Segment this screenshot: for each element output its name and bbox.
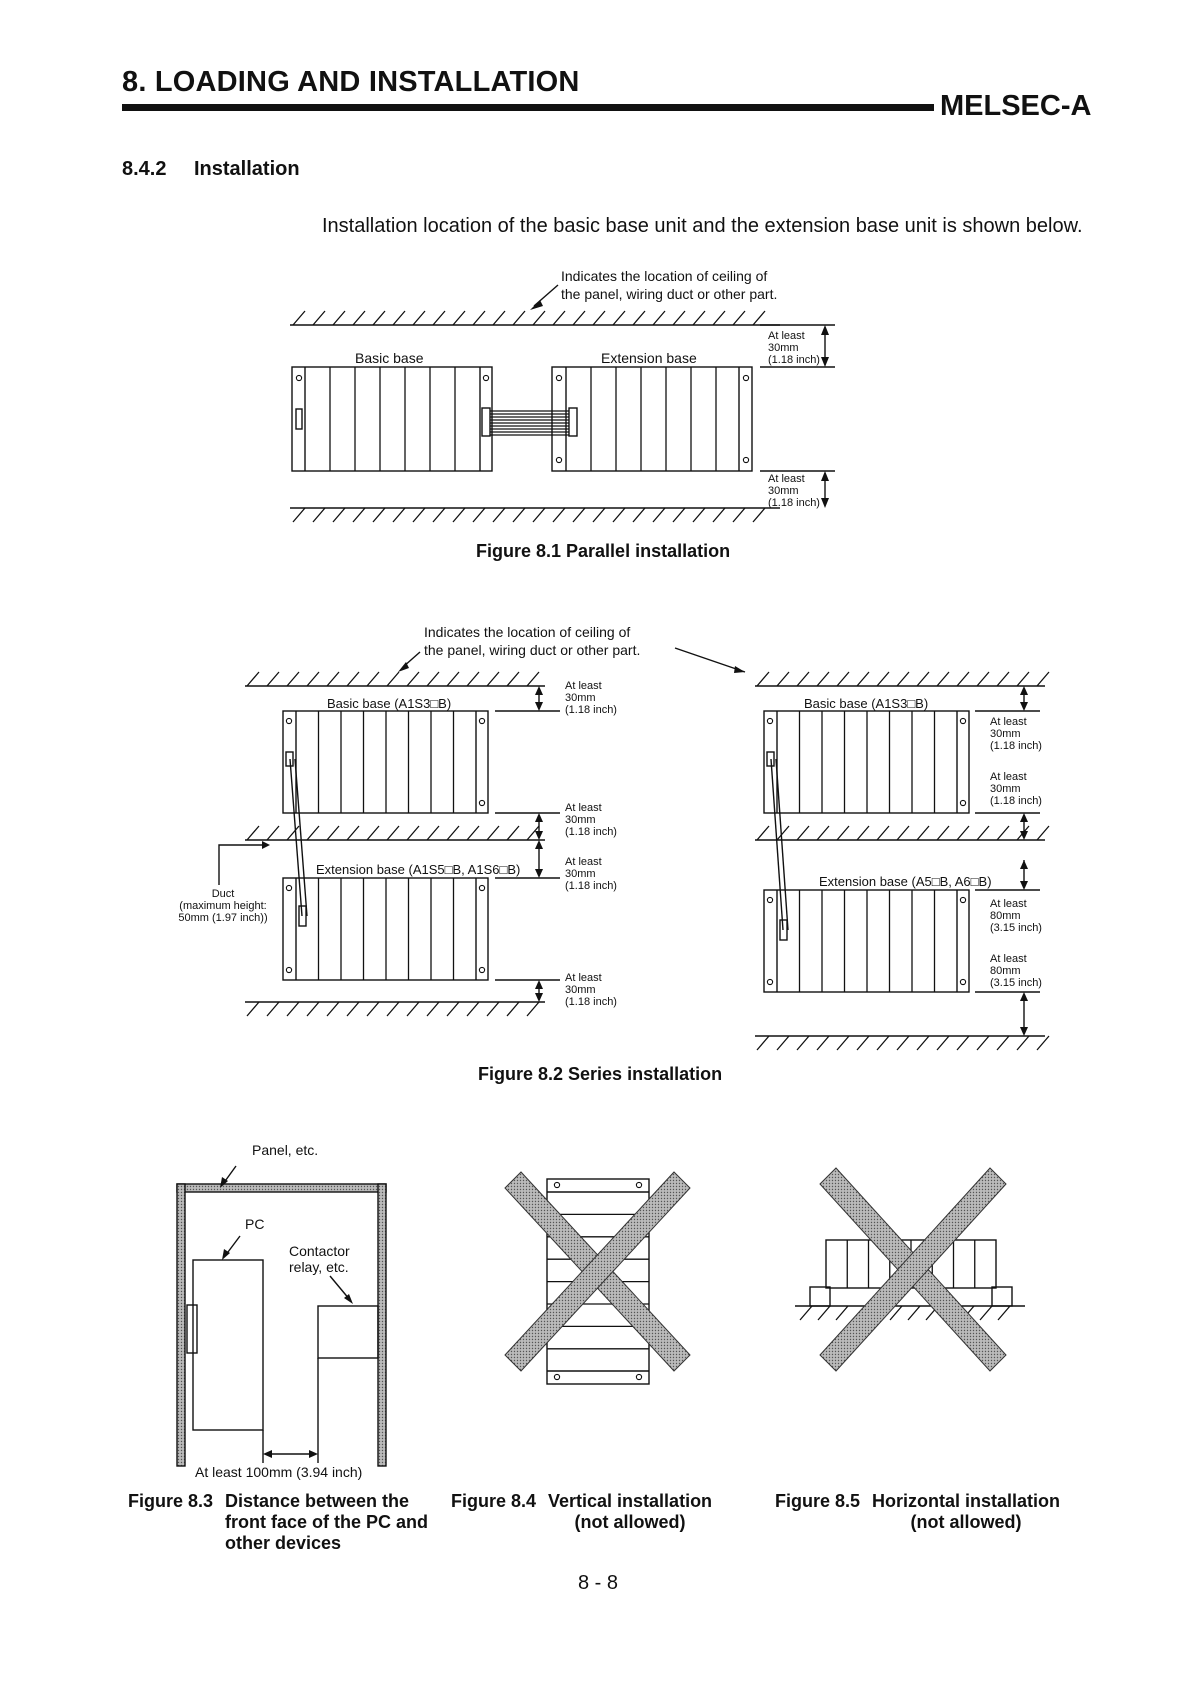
fig81-extension-label: Extension base xyxy=(601,350,697,366)
fig81-bottom-clearance: At least 30mm (1.18 inch) xyxy=(768,473,820,509)
section-heading: 8.4.2 Installation xyxy=(122,158,300,181)
fig82-note-line2: the panel, wiring duct or other part. xyxy=(424,642,641,658)
fig83-contactor-label: Contactor relay, etc. xyxy=(289,1243,350,1275)
fig82-note-line1: Indicates the location of ceiling of xyxy=(424,624,631,640)
section-title: Installation xyxy=(194,158,300,180)
fig82-right-ext-label: Extension base (A5□B, A6□B) xyxy=(819,874,992,889)
fig83-caption: Figure 8.3 Distance between the front fa… xyxy=(128,1491,429,1553)
fig82-left-ext-label: Extension base (A1S5□B, A1S6□B) xyxy=(316,862,521,877)
section-number: 8.4.2 xyxy=(122,158,167,180)
fig81-caption: Figure 8.1 Parallel installation xyxy=(476,541,731,561)
fig81-top-clearance: At least 30mm (1.18 inch) xyxy=(768,330,820,366)
brand-name: MELSEC-A xyxy=(940,90,1092,122)
fig82-duct-label: Duct (maximum height: 50mm (1.97 inch)) xyxy=(178,888,268,924)
fig85-caption: Figure 8.5 Horizontal installation (not … xyxy=(775,1491,1061,1532)
page-number: 8 - 8 xyxy=(578,1572,619,1594)
chapter-title: 8. LOADING AND INSTALLATION xyxy=(122,66,580,98)
fig82-left-basic-label: Basic base (A1S3□B) xyxy=(327,696,452,711)
fig84-caption: Figure 8.4 Vertical installation (not al… xyxy=(451,1491,713,1532)
fig83-panel-label: Panel, etc. xyxy=(252,1142,319,1158)
fig82-caption: Figure 8.2 Series installation xyxy=(478,1064,723,1084)
header-rule xyxy=(122,104,934,111)
fig81-note-line2: the panel, wiring duct or other part. xyxy=(561,286,778,302)
intro-text: Installation location of the basic base … xyxy=(322,215,1083,237)
fig83-pc-label: PC xyxy=(245,1216,265,1232)
fig82-right-basic-label: Basic base (A1S3□B) xyxy=(804,696,929,711)
fig83-distance-label: At least 100mm (3.94 inch) xyxy=(195,1464,363,1480)
fig81-note-line1: Indicates the location of ceiling of xyxy=(561,268,768,284)
fig81-basic-label: Basic base xyxy=(355,350,424,366)
